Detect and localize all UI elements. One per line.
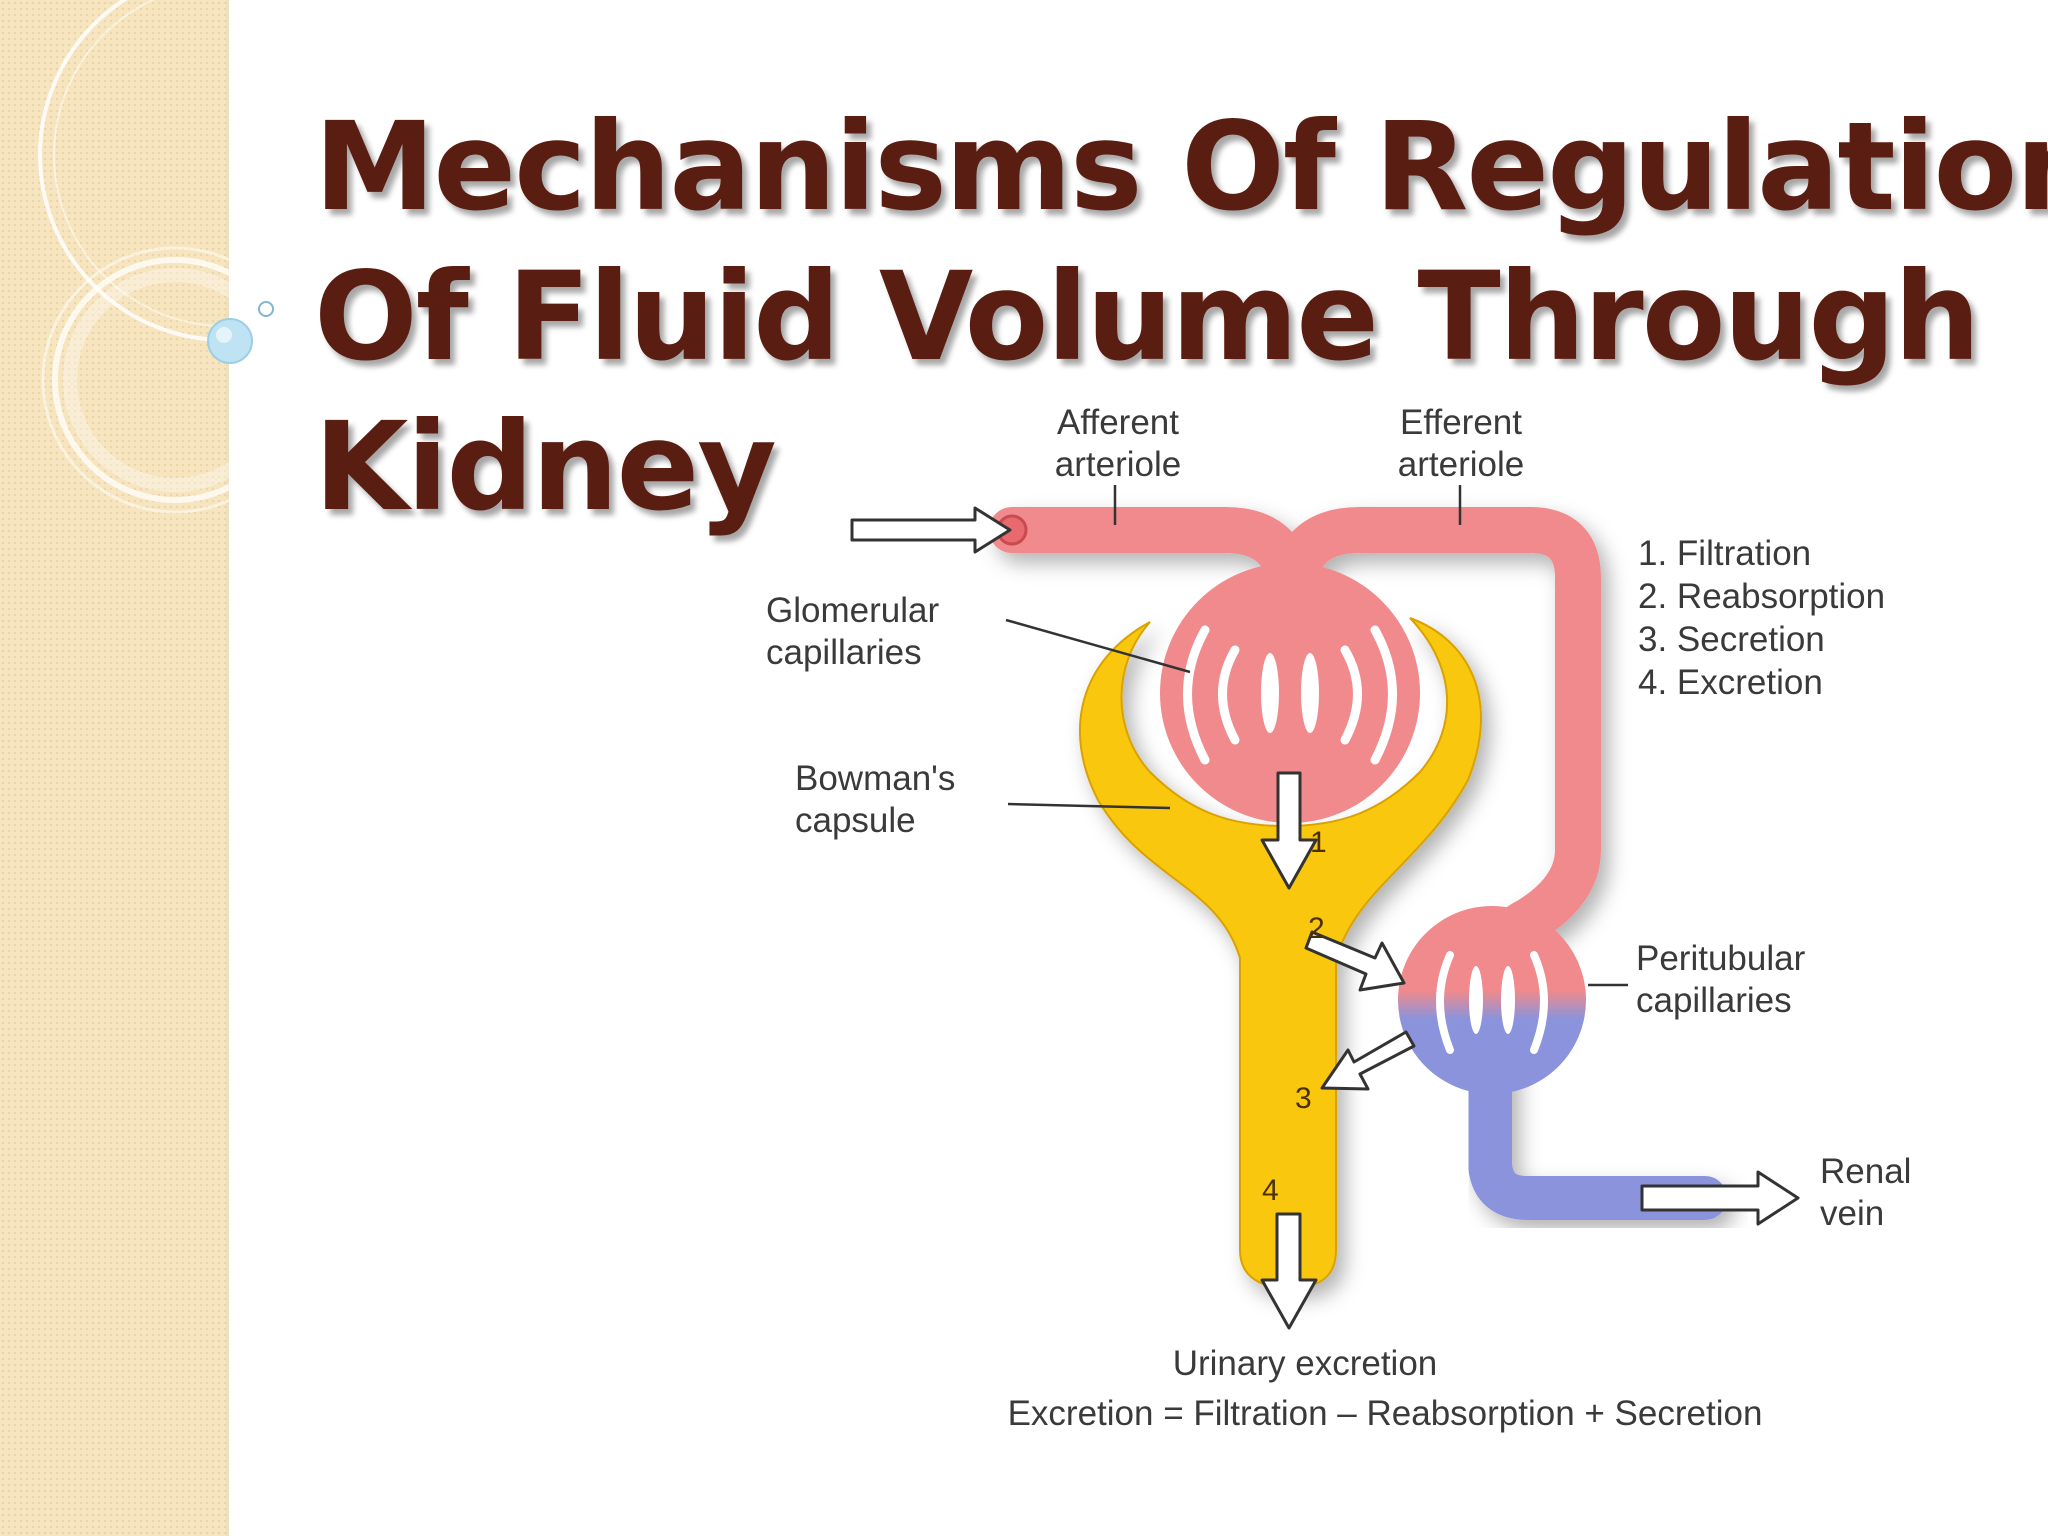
bubble-small xyxy=(258,301,274,317)
efferent-label-1: Efferent xyxy=(1400,403,1522,442)
bowman-label-2: capsule xyxy=(795,801,916,840)
sidebar-decoration xyxy=(38,0,300,514)
title-line-3: Kidney xyxy=(314,396,777,538)
excretion-arrow xyxy=(1260,1212,1318,1330)
bowmans-capsule-tubule xyxy=(1079,617,1482,1290)
afferent-label-1: Afferent xyxy=(1057,403,1179,442)
excretion-equation: Excretion = Filtration – Reabsorption + … xyxy=(1008,1394,1763,1433)
bowman-label-1: Bowman's xyxy=(795,759,955,798)
sidebar-divider xyxy=(226,0,229,1536)
inflow-arrow xyxy=(850,506,1012,554)
renal-vein-label-1: Renal xyxy=(1820,1152,1911,1191)
step-number-3: 3 xyxy=(1295,1082,1312,1115)
secretion-arrow xyxy=(1320,1030,1416,1091)
renal-vein xyxy=(1468,1028,1727,1220)
peritubular-label-2: capillaries xyxy=(1636,981,1792,1020)
decorative-sidebar xyxy=(0,0,228,1536)
afferent-label-2: arteriole xyxy=(1055,445,1181,484)
glomerulus xyxy=(1160,563,1420,823)
process-list: 1. Filtration 2. Reabsorption 3. Secreti… xyxy=(1638,534,1885,702)
step-number-1: 1 xyxy=(1310,826,1327,859)
peritubular-loops xyxy=(1436,951,1548,1054)
glomerular-leader xyxy=(1005,618,1191,674)
glomerular-label-1: Glomerular xyxy=(766,591,939,630)
title-line-1: Mechanisms Of Regulation xyxy=(314,96,2048,238)
urinary-excretion-label: Urinary excretion xyxy=(1173,1344,1438,1383)
step-number-4: 4 xyxy=(1262,1174,1279,1207)
process-item: 3. Secretion xyxy=(1638,620,1825,659)
slide-title: Mechanisms Of Regulation Of Fluid Volume… xyxy=(314,92,2048,542)
efferent-label-2: arteriole xyxy=(1398,445,1524,484)
filtration-arrow xyxy=(1260,771,1318,890)
reabsorption-arrow xyxy=(1304,930,1406,992)
glomerular-label-2: capillaries xyxy=(766,633,922,672)
process-item: 2. Reabsorption xyxy=(1638,577,1885,616)
title-line-2: Of Fluid Volume Through xyxy=(314,246,1981,388)
step-number-2: 2 xyxy=(1308,912,1325,945)
peritubular-label-1: Peritubular xyxy=(1636,939,1806,978)
bowman-leader xyxy=(1007,802,1171,810)
process-item: 4. Excretion xyxy=(1638,663,1823,702)
renal-vein-arrow xyxy=(1640,1170,1800,1226)
renal-vein-label-2: vein xyxy=(1820,1194,1884,1233)
process-item: 1. Filtration xyxy=(1638,534,1811,573)
peritubular-capillary-bulb xyxy=(1398,906,1586,1094)
glomerular-loops xyxy=(1183,625,1397,765)
